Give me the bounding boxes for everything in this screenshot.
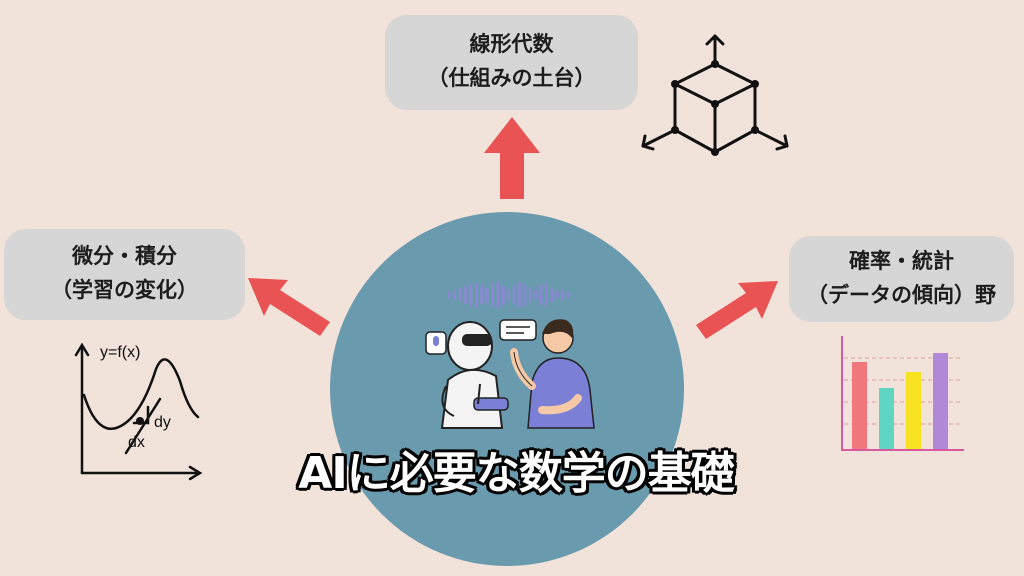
wave-bar (469, 284, 473, 306)
calculus-title: 微分・積分 (72, 244, 177, 268)
function-label: y=f(x) (100, 344, 140, 361)
chart-axes (841, 336, 964, 451)
wave-bar (464, 286, 467, 304)
wave-bar (458, 288, 462, 302)
dx-label: dx (128, 434, 145, 451)
linear-algebra-title: 線形代数 (469, 32, 554, 56)
center-circle (330, 212, 684, 566)
wave-bar (502, 285, 505, 305)
wave-bar (523, 284, 527, 306)
wave-bar (448, 292, 451, 298)
wave-bar (545, 283, 548, 307)
wave-bar (507, 289, 510, 301)
probability-box: 確率・統計 （データの傾向）野 (789, 236, 1014, 322)
calculus-subtitle: （学習の変化） (51, 278, 198, 302)
wave-bar (485, 288, 489, 302)
chart-bar (879, 388, 894, 450)
wave-bar (529, 287, 532, 303)
wave-bar (475, 282, 478, 308)
wave-bar (453, 290, 456, 300)
wave-bar (556, 291, 559, 299)
wave-bar (561, 289, 564, 301)
cube-icon (641, 34, 789, 156)
wave-bar (512, 286, 516, 304)
calculus-graph: y=f(x) dy dx (74, 342, 203, 481)
arrow-upper-left (248, 278, 330, 336)
chart-bar (906, 372, 921, 450)
main-title: AIに必要な数学の基礎 (298, 448, 734, 499)
dy-label: dy (154, 414, 171, 431)
arrow-up (484, 117, 540, 199)
wave-bar (550, 288, 554, 302)
linear-algebra-subtitle: （仕組みの土台） (427, 66, 596, 90)
bar-chart-icon (841, 336, 964, 451)
linear-algebra-box: 線形代数 （仕組みの土台） (385, 15, 638, 110)
chart-bar (852, 362, 867, 450)
calculus-box: 微分・積分 （学習の変化） (4, 229, 245, 320)
wave-bar (566, 292, 570, 298)
wave-bar (480, 285, 483, 305)
probability-subtitle: （データの傾向）野 (807, 283, 996, 307)
probability-title: 確率・統計 (849, 249, 954, 273)
human-robot-illustration (425, 319, 595, 429)
wave-bar (539, 285, 543, 305)
wave-bar (518, 282, 521, 308)
wave-bar (491, 283, 494, 307)
wave-bar (496, 281, 500, 309)
wave-bar (534, 290, 537, 300)
chart-bar (933, 353, 948, 450)
arrow-upper-right (696, 281, 778, 339)
sound-wave-icon (448, 281, 570, 309)
